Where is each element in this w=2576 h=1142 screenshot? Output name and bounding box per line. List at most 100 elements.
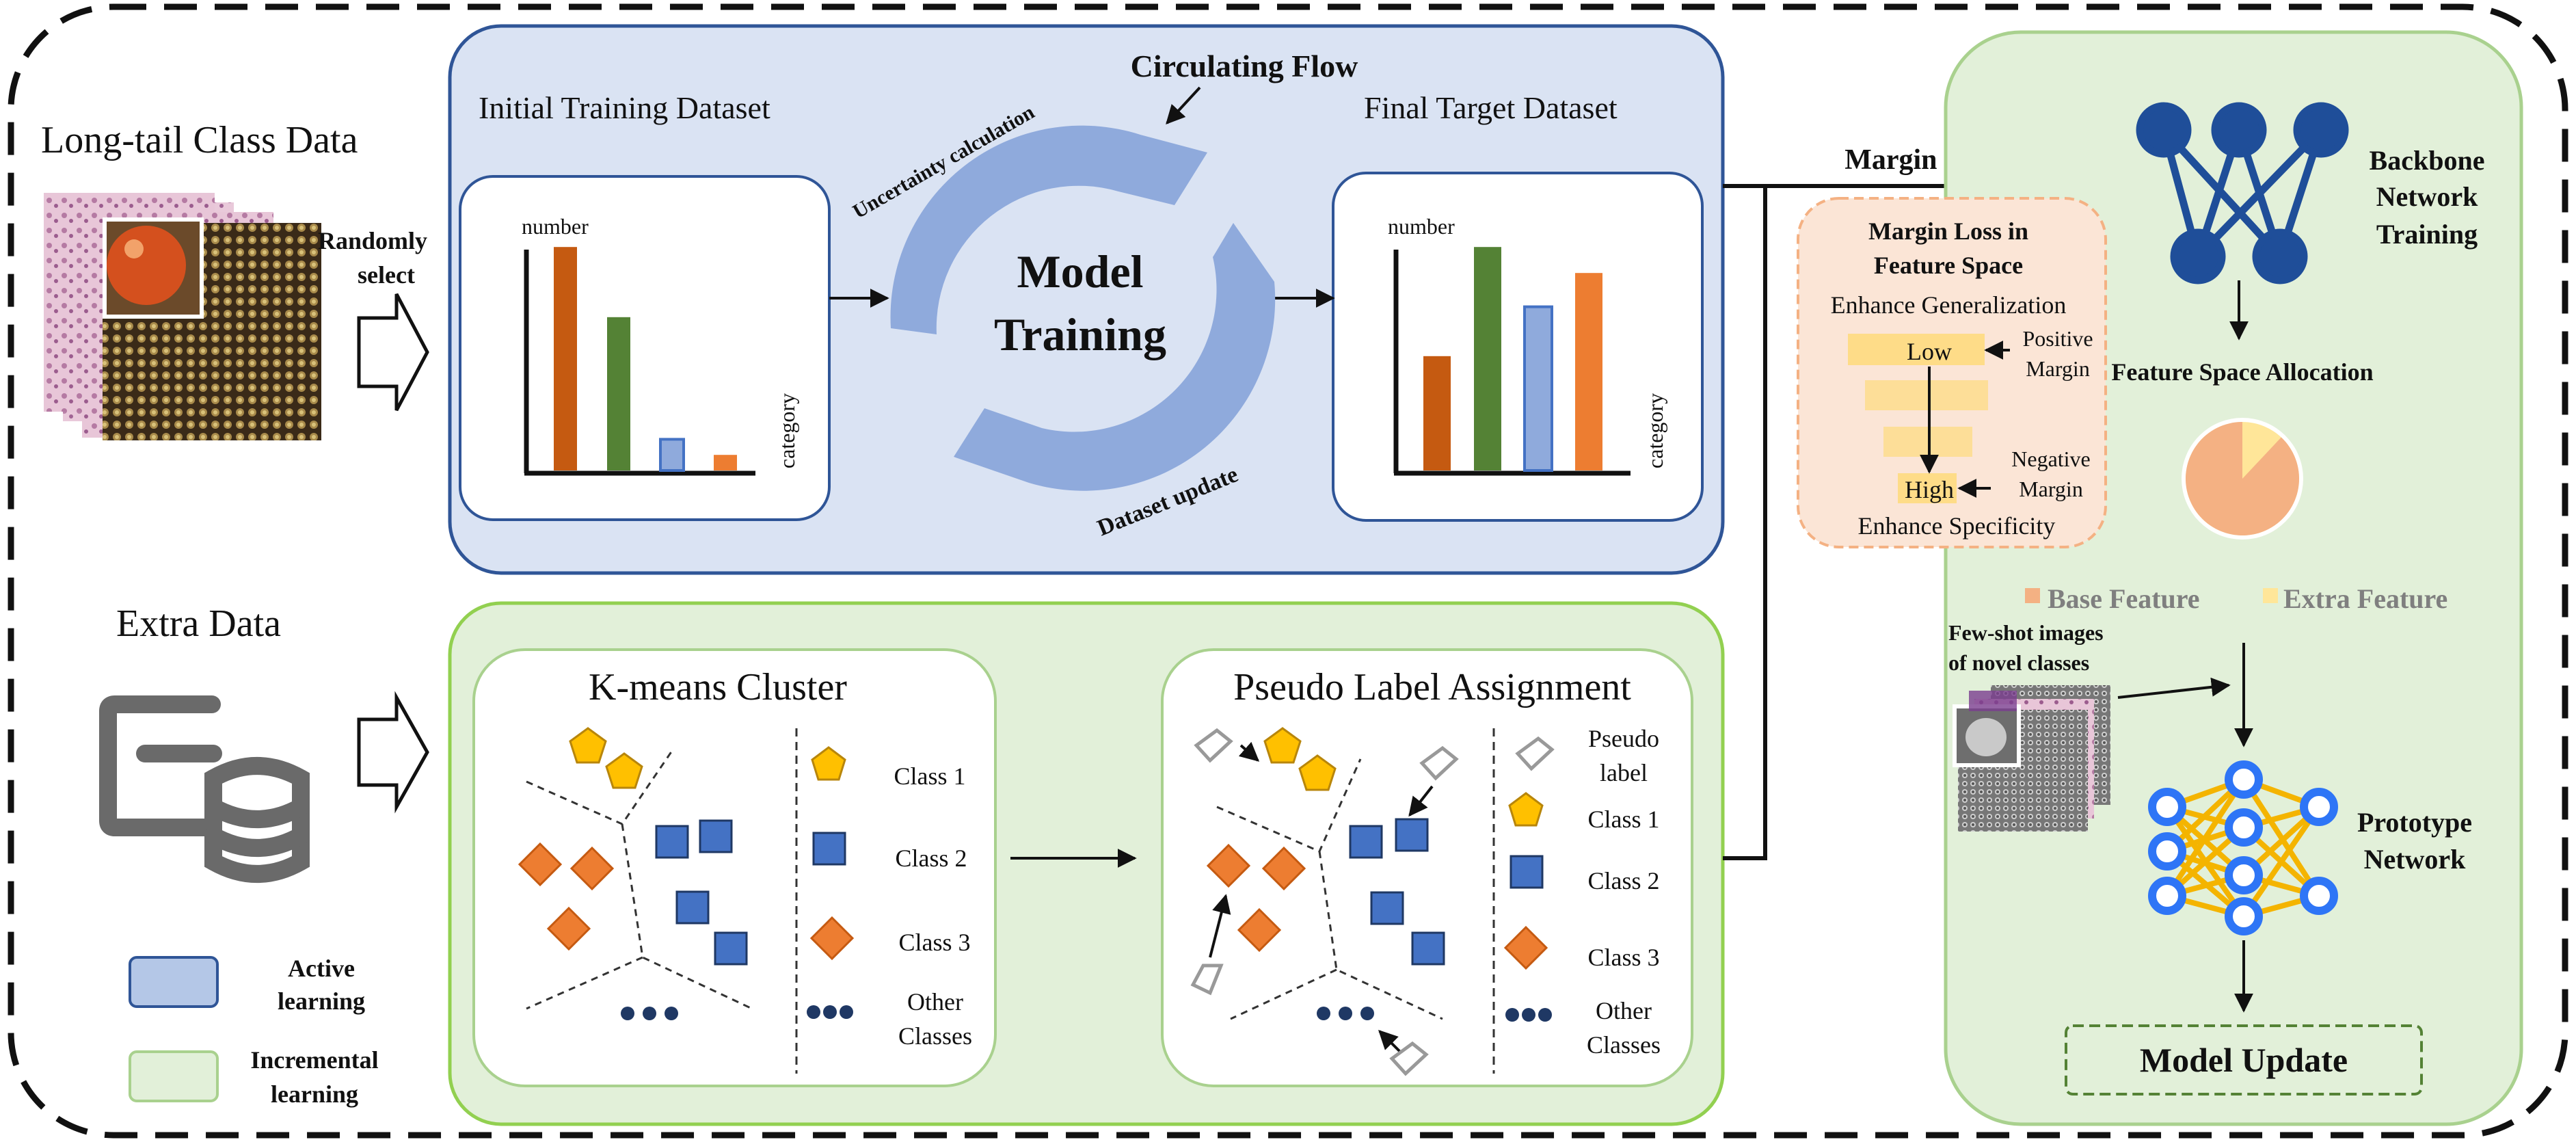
class3-diamond [569, 846, 615, 891]
margin-box-title-2: Feature Space [1874, 252, 2023, 279]
high-label: High [1905, 476, 1954, 503]
cycle-arrow-top [890, 125, 1207, 334]
class2-legend-icon [812, 832, 846, 866]
pseudo-label-tag [1419, 745, 1459, 781]
model-training-label-1: Model [1017, 245, 1143, 297]
low-bar [1848, 334, 1985, 365]
pseudo-title: Pseudo Label Assignment [1233, 666, 1631, 708]
legend-incremental-swatch [129, 1050, 219, 1102]
class3-legend-icon [809, 916, 855, 961]
bar [1575, 273, 1602, 470]
class2-legend-label: Class 2 [895, 845, 967, 872]
high-bar [1898, 473, 1957, 503]
final-chart-xlabel: category [1643, 393, 1667, 468]
margin-loss-box [1797, 197, 2107, 548]
final-chart-ylabel: number [1388, 214, 1455, 239]
extra-feature-label: Extra Feature [2283, 583, 2447, 614]
other-classes-label-1: Other [907, 988, 963, 1015]
kmeans-legend: Class 1 Class 2 Class 3 Other Classes [807, 746, 972, 1050]
pseudo-label-legend-1: Pseudo [1588, 725, 1659, 752]
pseudo-class1-label: Class 1 [1587, 806, 1659, 833]
positive-margin-label-1: Positive [2022, 326, 2093, 351]
other-classes-label-2: Classes [898, 1022, 972, 1050]
pseudo-other-label-2: Classes [1587, 1031, 1661, 1059]
extra-data-title: Extra Data [116, 602, 281, 645]
class1-legend-icon [811, 746, 846, 781]
model-update-label: Model Update [2140, 1041, 2348, 1079]
bar [1423, 356, 1451, 470]
initial-chart-ylabel: number [522, 214, 589, 239]
randomly-select-arrow [357, 293, 429, 412]
pseudo-scatter [1190, 727, 1459, 1076]
fundus-image [107, 226, 186, 305]
margin-loss-connector [1723, 184, 1767, 860]
legend-incremental-label-2: learning [271, 1080, 358, 1108]
initial-chart-xlabel: category [775, 393, 799, 468]
final-dataset-title: Final Target Dataset [1364, 90, 1618, 125]
pseudo-label-tag [1194, 728, 1233, 763]
circulating-flow-pointer [1166, 86, 1201, 125]
backbone-label-2: Network [2376, 181, 2479, 212]
prototype-label-2: Network [2364, 844, 2467, 875]
legend-active-label-1: Active [288, 955, 355, 982]
randomly-select-label-2: select [358, 261, 415, 289]
pseudo-label-legend-icon [1515, 736, 1555, 771]
pseudo-class2-label: Class 2 [1587, 867, 1659, 894]
pseudo-label-legend-2: label [1600, 759, 1648, 786]
enhance-generalization-label: Enhance Generalization [1831, 291, 2067, 319]
positive-margin-label-2: Margin [2026, 356, 2090, 381]
negative-margin-label-2: Margin [2019, 477, 2083, 501]
prototype-network-icon [2148, 760, 2338, 935]
bar [607, 317, 630, 470]
extra-feature-swatch [2263, 588, 2278, 603]
database-icon [99, 695, 310, 883]
backbone-network-icon [2136, 102, 2349, 284]
circulating-flow-label: Circulating Flow [1131, 49, 1358, 83]
class3-diamond [546, 906, 591, 951]
bar [714, 455, 737, 470]
kmeans-card [472, 648, 997, 1087]
bar [1523, 305, 1553, 472]
fewshot-label-2: of novel classes [1948, 650, 2089, 675]
backbone-label-3: Training [2376, 219, 2478, 250]
margin-box-title-1: Margin Loss in [1868, 217, 2028, 245]
kmeans-scatter [518, 727, 753, 1020]
longtail-title: Long-tail Class Data [41, 119, 358, 161]
class1-legend-label: Class 1 [894, 762, 965, 790]
pseudo-label-tag [1389, 1041, 1429, 1076]
low-label: Low [1907, 338, 1952, 365]
class1-pentagon [569, 727, 607, 764]
enhance-specificity-label: Enhance Specificity [1858, 512, 2056, 540]
legend-active-swatch [129, 956, 219, 1008]
class2-square [675, 890, 710, 925]
bar [1474, 247, 1501, 470]
feature-pie-chart [2182, 418, 2303, 540]
bar [554, 247, 577, 470]
class2-square [655, 825, 689, 859]
fewshot-label-1: Few-shot images [1948, 620, 2104, 645]
pseudo-legend: Pseudo label Class 1 Class 2 Class 3 Oth… [1503, 725, 1661, 1059]
class2-square [699, 819, 733, 853]
class1-pentagon [605, 752, 643, 789]
class2-square [714, 931, 748, 966]
model-training-label-2: Training [994, 308, 1166, 360]
bar [659, 438, 685, 473]
backbone-label-1: Backbone [2370, 145, 2485, 176]
initial-dataset-title: Initial Training Dataset [479, 90, 770, 125]
extra-data-arrow [357, 691, 429, 814]
longtail-image-stack [44, 193, 321, 440]
pseudo-class3-label: Class 3 [1587, 944, 1659, 971]
cycle-arrow-bottom [954, 223, 1276, 491]
base-feature-label: Base Feature [2048, 583, 2200, 614]
initial-chart-card [459, 175, 831, 521]
randomly-select-label-1: Randomly [318, 227, 427, 254]
initial-bar-chart: number category [522, 214, 799, 476]
pseudo-other-label-1: Other [1596, 997, 1652, 1024]
fewshot-image-stack [1953, 685, 2110, 832]
legend-incremental-label-1: Incremental [250, 1046, 378, 1074]
class3-diamond [518, 842, 563, 887]
feature-space-allocation-label: Feature Space Allocation [2111, 358, 2373, 386]
outer-dashed-border [8, 3, 2568, 1139]
model-update-box [2065, 1024, 2423, 1095]
